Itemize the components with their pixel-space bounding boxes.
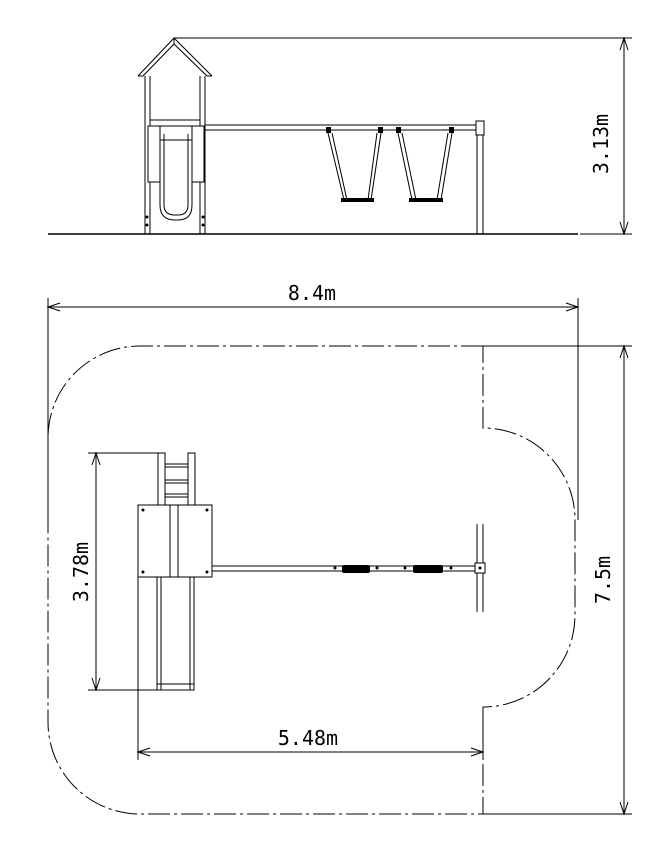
tower-depth-dimension-line (88, 451, 158, 692)
swing-seat-1 (326, 127, 383, 202)
swing-length-dimension-line (136, 577, 485, 760)
swing-beam-plan (212, 524, 486, 612)
width-dimension-label: 8.4m (288, 281, 336, 305)
slide-plan (156, 576, 195, 691)
tower-platform-plan (137, 504, 213, 578)
tower-depth-dimension-label: 3.78m (69, 542, 93, 602)
depth-dimension-line (483, 344, 632, 816)
height-dimension-label: 3.13m (589, 114, 613, 174)
tower-slide-elevation (145, 125, 205, 227)
ladder-plan (157, 452, 196, 506)
plan-view: 8.4m 7.5m (46, 281, 632, 816)
swing-beam (205, 120, 485, 234)
depth-dimension-label: 7.5m (591, 556, 615, 604)
swing-length-dimension-label: 5.48m (278, 726, 338, 750)
side-elevation: 3.13m (48, 36, 632, 236)
height-dimension-line (174, 36, 632, 236)
width-dimension-line (46, 298, 580, 520)
tower-roof (137, 37, 213, 77)
swing-seat-2 (396, 127, 454, 202)
